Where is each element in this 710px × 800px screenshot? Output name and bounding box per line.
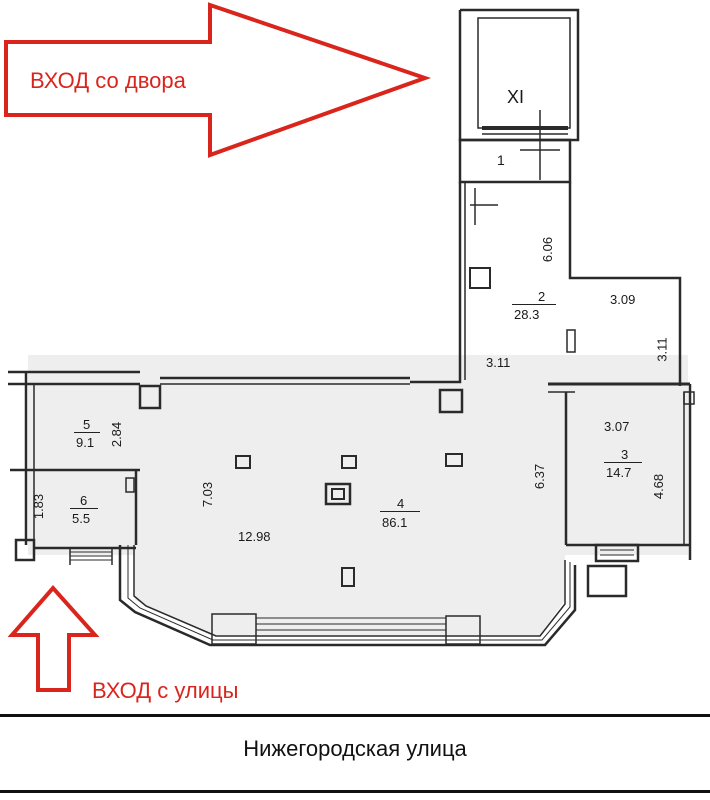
dim-3-09: 3.09 [610,292,636,307]
street-entrance-arrow [7,584,100,692]
room-3-area: 14.7 [606,465,632,480]
dim-1-83: 1.83 [31,493,47,520]
yard-entrance-label: ВХОД со двора [30,68,186,93]
room-6-number: 6 [80,493,88,508]
street-entrance-label: ВХОД с улицы [92,678,239,703]
room-3-number: 3 [621,447,629,462]
dim-6-37: 6.37 [532,463,548,490]
room-5-area: 9.1 [76,435,95,450]
dim-2-84: 2.84 [109,421,125,448]
dim-4-68: 4.68 [651,473,667,500]
room-4-area: 86.1 [382,515,408,530]
dim-6-06: 6.06 [540,236,556,263]
room-2-divider [512,304,556,305]
room-5-divider [74,432,100,433]
yard-entrance-arrow [4,2,432,158]
main-hall-walls [8,370,695,647]
upper-wing-walls [410,8,690,393]
dim-12-98: 12.98 [238,529,271,544]
section-label: XI [507,87,525,107]
room-3-divider [604,462,642,463]
room-2-number: 2 [538,289,546,304]
hall-columns [235,453,463,587]
room-4-number: 4 [397,496,405,511]
room-5-number: 5 [83,417,91,432]
dim-3-11-left: 3.11 [486,355,511,370]
room-6-divider [70,508,98,509]
room-6-area: 5.5 [72,511,91,526]
dim-3-07: 3.07 [604,419,630,434]
room-1-number: 1 [497,152,505,168]
street-line-top [0,714,710,717]
dim-3-11-right: 3.11 [654,337,670,362]
street-name: Нижегородская улица [243,736,467,761]
floor-shading [28,355,688,635]
street-line-bottom [0,790,710,793]
room-2-area: 28.3 [514,307,540,322]
dim-7-03: 7.03 [200,481,216,508]
room-4-divider [380,511,420,512]
